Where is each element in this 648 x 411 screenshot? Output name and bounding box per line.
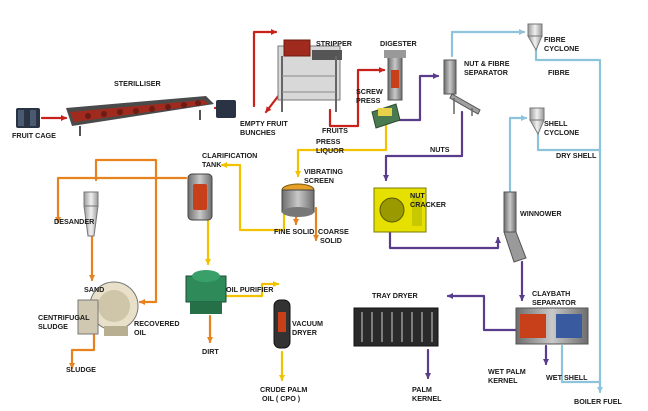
label-vacuum-2: DRYER xyxy=(292,328,318,337)
label-shell-cyclone-1: SHELL xyxy=(544,119,568,128)
screw-press-machine xyxy=(371,103,401,129)
winnower-machine xyxy=(503,191,527,263)
label-fibre: FIBRE xyxy=(548,68,570,77)
yellow-flow-to-clarification xyxy=(220,162,286,232)
nut-fibre-separator-machine xyxy=(443,59,481,116)
stripper-machine xyxy=(277,39,342,112)
label-press-liquor-2: LIQUOR xyxy=(316,146,345,155)
nut-cracker-machine xyxy=(373,187,427,233)
yellow-flow-purifier-to-dryer xyxy=(224,281,280,298)
fruit-cage-machine xyxy=(16,108,40,128)
orange-flow-clarification-to-desander xyxy=(55,176,188,224)
label-nut-cracker-1: NUT xyxy=(410,191,425,200)
label-palm-kernel-1: PALM xyxy=(412,385,432,394)
label-tray-dryer: TRAY DRYER xyxy=(372,291,418,300)
label-claybath-2: SEPARATOR xyxy=(532,298,577,307)
label-desander: DESANDER xyxy=(54,217,95,226)
oil-purifier-machine xyxy=(185,270,227,314)
clarification-tank-machine xyxy=(187,173,213,221)
label-oil-purifier: OIL PURIFIER xyxy=(226,285,274,294)
label-clarification-2: TANK xyxy=(202,160,222,169)
orange-flow-sludge xyxy=(69,332,96,370)
label-vibrating-2: SCREEN xyxy=(304,176,334,185)
blue-flow-wet-shell-to-boiler xyxy=(560,344,602,384)
label-empty-fruit-2: BUNCHES xyxy=(240,128,276,137)
label-dirt: DIRT xyxy=(202,347,219,356)
label-vacuum-1: VACUUM xyxy=(292,319,323,328)
purple-flow-nuts-to-cracker xyxy=(383,110,464,182)
label-shell-cyclone-2: CYCLONE xyxy=(544,128,579,137)
label-fine-solid: FINE SOLID xyxy=(274,227,314,236)
label-digester: DIGESTER xyxy=(380,39,418,48)
yellow-flow-press-liquor xyxy=(295,124,388,178)
label-nut-fibre-2: SEPARATOR xyxy=(464,68,509,77)
centrifugal-sludge-machine xyxy=(77,281,139,336)
label-nut-fibre-1: NUT & FIBRE xyxy=(464,59,510,68)
purple-flow-cracker-to-winnower xyxy=(388,230,501,250)
label-recovered-1: RECOVERED xyxy=(134,319,180,328)
labels: FRUIT CAGE STERILLISER STRIPPER EMPTY FR… xyxy=(12,35,623,406)
label-fibre-cyclone-2: CYCLONE xyxy=(544,44,579,53)
label-vibrating-1: VIBRATING xyxy=(304,167,343,176)
label-stripper: STRIPPER xyxy=(316,39,353,48)
fibre-cyclone-machine xyxy=(527,23,543,52)
label-cpo-2: OIL ( CPO ) xyxy=(262,394,301,403)
blue-flow-fibre-cyclone xyxy=(450,29,526,58)
label-coarse-1: COARSE xyxy=(318,227,349,236)
label-screw-press-2: PRESS xyxy=(356,96,381,105)
label-press-liquor-1: PRESS xyxy=(316,137,341,146)
purple-flow-press-to-separator xyxy=(392,73,440,122)
label-wet-palm-1: WET PALM xyxy=(488,367,526,376)
label-palm-kernel-2: KERNEL xyxy=(412,394,442,403)
label-recovered-2: OIL xyxy=(134,328,147,337)
label-wet-palm-2: KERNEL xyxy=(488,376,518,385)
vacuum-dryer-machine xyxy=(273,299,291,349)
purple-flow-wet-kernel-to-dryer xyxy=(446,293,524,332)
label-clarification-1: CLARIFICATION xyxy=(202,151,257,160)
label-dry-shell: DRY SHELL xyxy=(556,151,597,160)
label-nut-cracker-2: CRACKER xyxy=(410,200,447,209)
label-cpo-1: CRUDE PALM xyxy=(260,385,307,394)
digester-machine xyxy=(384,50,406,101)
red-flow-stripper-out xyxy=(328,108,346,128)
label-fruit-cage: FRUIT CAGE xyxy=(12,131,56,140)
shell-cyclone-machine xyxy=(529,107,545,136)
orange-flow-recovered-oil xyxy=(94,158,158,305)
label-empty-fruit-1: EMPTY FRUIT xyxy=(240,119,288,128)
label-winnower: WINNOWER xyxy=(520,209,562,218)
label-boiler-fuel: BOILER FUEL xyxy=(574,397,623,406)
label-sand: SAND xyxy=(84,285,104,294)
claybath-separator-machine xyxy=(515,307,589,345)
label-coarse-2: SOLID xyxy=(320,236,342,245)
desander-machine xyxy=(83,191,99,237)
blue-flow-dry-shell xyxy=(536,132,602,152)
label-nuts: NUTS xyxy=(430,145,450,154)
tray-dryer-machine xyxy=(353,307,439,347)
label-centrifugal-1: CENTRIFUGAL xyxy=(38,313,90,322)
label-steriliser: STERILLISER xyxy=(114,79,162,88)
label-sludge: SLUDGE xyxy=(66,365,96,374)
red-flow-fruits-to-digester xyxy=(342,67,386,128)
label-fibre-cyclone-1: FIBRE xyxy=(544,35,566,44)
red-flow-to-stripper xyxy=(252,29,278,108)
label-claybath-1: CLAYBATH xyxy=(532,289,570,298)
label-screw-press-1: SCREW xyxy=(356,87,383,96)
label-fruits: FRUITS xyxy=(322,126,348,135)
label-centrifugal-2: SLUDGE xyxy=(38,322,68,331)
steriliser-machine xyxy=(66,96,236,136)
label-wet-shell: WET SHELL xyxy=(546,373,588,382)
blue-flow-shell-cyclone xyxy=(508,115,528,198)
vibrating-screen-machine xyxy=(281,183,315,217)
